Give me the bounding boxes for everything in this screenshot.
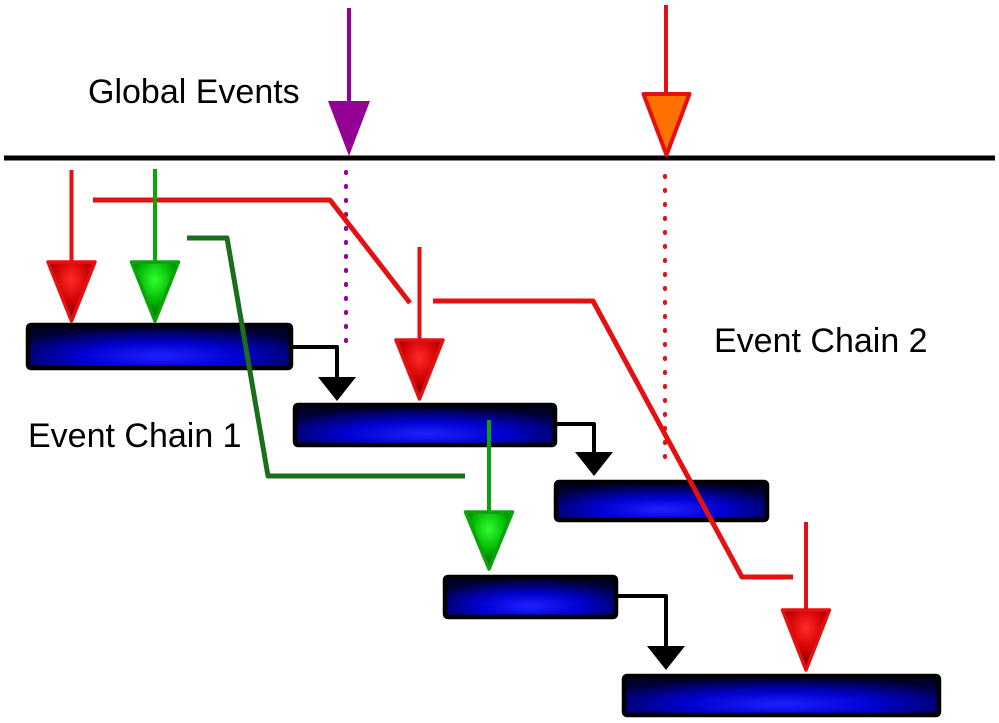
red-chain-connector-2	[433, 298, 793, 580]
task-link-1-2-arrowhead-icon	[318, 377, 356, 401]
red-chain-connector-1	[93, 197, 412, 305]
red-event-arrowhead-bar5-icon	[780, 608, 832, 672]
red-event-arrowhead-bar1-icon	[46, 260, 97, 323]
task-bar-3	[553, 479, 770, 523]
global-events-label: Global Events	[88, 73, 300, 111]
event-chain-1-label: Event Chain 1	[28, 417, 242, 455]
red-event-arrowhead-bar2-icon	[394, 338, 445, 401]
task-link-4-5-arrowhead-icon	[647, 646, 685, 670]
task-link-4-5	[616, 594, 668, 648]
green-event-arrowhead-bar1-icon	[129, 260, 181, 323]
task-link-2-3	[555, 422, 596, 454]
task-bar-2	[292, 402, 558, 448]
task-bar-5	[621, 673, 942, 718]
task-bar-1	[25, 322, 294, 371]
purple-global-event-arrowhead-icon	[328, 101, 370, 156]
orange-global-event-arrowhead-icon	[641, 92, 692, 157]
task-link-1-2	[291, 345, 339, 379]
green-event-arrowhead-bar4-icon	[463, 510, 515, 571]
green-chain-connector	[187, 235, 465, 479]
task-link-2-3-arrowhead-icon	[575, 452, 613, 476]
event-chain-2-label: Event Chain 2	[714, 322, 928, 360]
task-bar-4	[442, 574, 619, 620]
